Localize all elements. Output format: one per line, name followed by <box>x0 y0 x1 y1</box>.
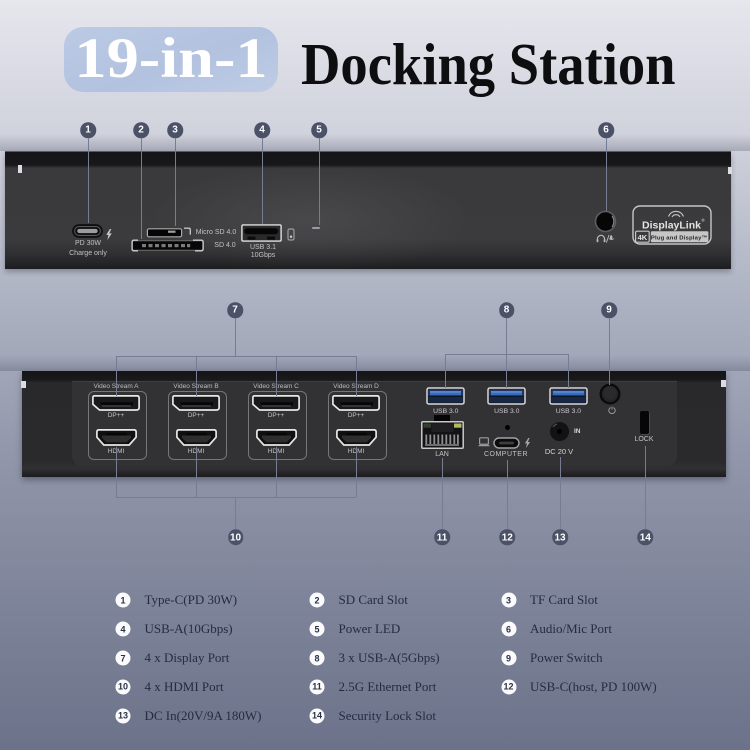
svg-text:Plug and Display™: Plug and Display™ <box>651 234 708 241</box>
svg-text:®: ® <box>702 218 706 223</box>
svg-text:4K: 4K <box>638 233 648 242</box>
svg-text:DisplayLink: DisplayLink <box>642 220 701 232</box>
